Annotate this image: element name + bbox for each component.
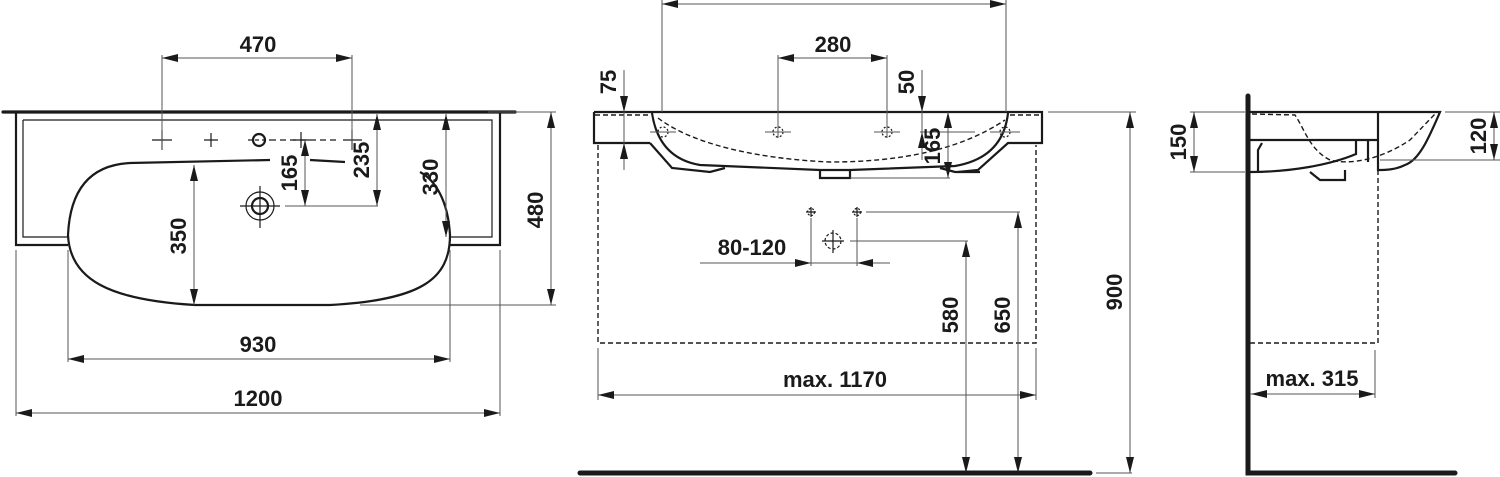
dim-930: 930: [240, 332, 277, 357]
dim-75: 75: [596, 70, 621, 94]
tap-hole-markers: [152, 130, 362, 150]
dim-235: 235: [349, 142, 374, 179]
waste-outlet: [240, 186, 378, 228]
top-view: 470 165 235 330 480 350 930 12: [1, 32, 556, 417]
dim-330: 330: [418, 159, 443, 196]
dim-80-120: 80-120: [718, 235, 787, 260]
wall-floor-line: [1245, 93, 1458, 476]
right-foot: [939, 166, 980, 174]
side-underside: [1249, 140, 1358, 174]
basin-outline: [14, 113, 502, 247]
dim-1200: 1200: [234, 386, 283, 411]
bowl-top-edge: [129, 158, 346, 165]
cabinet-outline: [597, 145, 1037, 344]
dim-280: 280: [815, 32, 852, 57]
dim-max-1170: max. 1170: [783, 367, 887, 392]
deck-outline: [22, 119, 493, 238]
side-view: 150 120 max. 315: [1166, 93, 1500, 476]
drain-stub: [818, 170, 852, 180]
dim-470: 470: [240, 32, 277, 57]
dim-580: 580: [938, 297, 963, 334]
dim-120: 120: [1466, 118, 1491, 155]
dim-50: 50: [894, 70, 919, 94]
bowl-outline: [66, 161, 452, 307]
rim-outline: [592, 110, 1044, 174]
dim-max-315: max. 315: [1266, 366, 1359, 391]
side-cabinet-outline: [1250, 170, 1379, 344]
front-view: 280 75 50 165 80-120 580: [577, 0, 1136, 476]
dim-165-front: 165: [920, 128, 945, 165]
dim-480: 480: [523, 192, 548, 229]
bowl-profile: [650, 112, 1010, 172]
dim-650: 650: [990, 297, 1015, 334]
dim-165: 165: [277, 155, 302, 192]
dim-150: 150: [1166, 124, 1191, 161]
supply-markers: [806, 207, 862, 253]
front-tap-holes: [650, 126, 1020, 138]
dim-350: 350: [166, 218, 191, 255]
left-foot: [649, 142, 726, 174]
dim-900: 900: [1102, 274, 1127, 311]
side-profile: [1250, 110, 1442, 172]
